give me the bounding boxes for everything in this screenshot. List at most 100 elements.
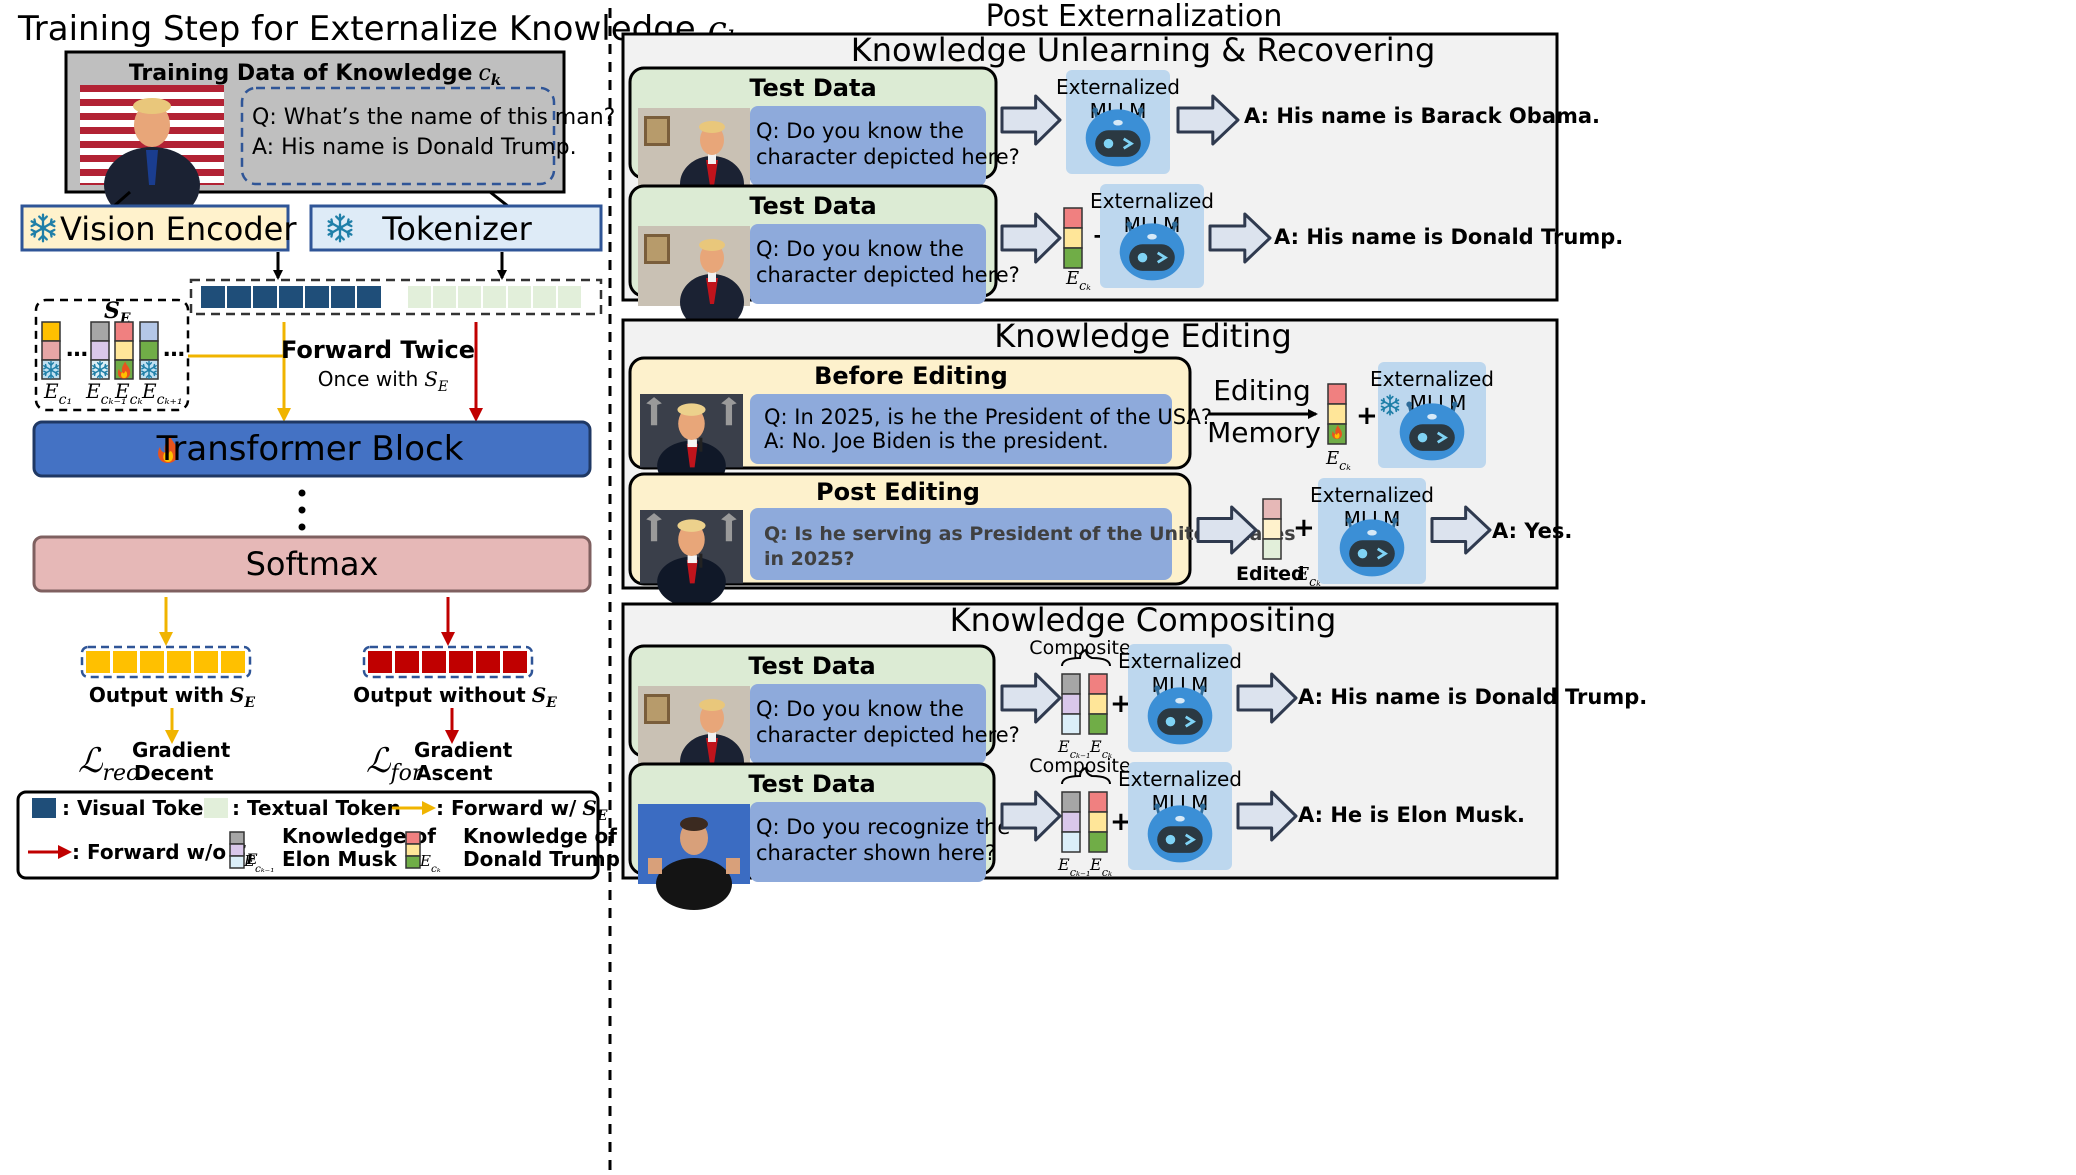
question-line-1: Q: Is he serving as President of the Uni… xyxy=(764,523,1296,545)
e-symbol: E xyxy=(419,852,431,870)
e-symbol: E xyxy=(85,379,101,403)
legend-forward-wo: : Forward w/oSE xyxy=(72,840,258,868)
stack-cell xyxy=(1088,831,1108,853)
e-subscript: cₖ₊₁ xyxy=(157,392,183,408)
e-subscript: c₁ xyxy=(59,392,72,408)
loss-subscript: rec xyxy=(103,761,139,786)
answer-elon: A: He is Elon Musk. xyxy=(1298,803,1525,827)
plus-sign: + xyxy=(1356,401,1378,431)
test-card-4-title: Test Data xyxy=(748,770,875,798)
externalized-label: Externalized xyxy=(1370,367,1494,391)
loss-rec: ℒrec xyxy=(78,741,138,786)
stack-cell xyxy=(1088,791,1108,813)
e-symbol: E xyxy=(1295,564,1309,585)
stack-eck xyxy=(1088,673,1108,735)
robot-icon xyxy=(1084,106,1152,168)
output-token xyxy=(167,651,191,673)
e-symbol: E xyxy=(141,379,157,403)
e-ck-1-label: Ecₖ₋₁ xyxy=(1057,855,1090,879)
plus-sign: + xyxy=(1110,689,1132,719)
left-title-text: Training Step for Externalize Knowledge xyxy=(17,9,696,49)
brace-icon xyxy=(1061,648,1111,667)
legend-trump-stack xyxy=(405,831,421,869)
e-ck-label: Ecₖ xyxy=(1089,855,1112,879)
question-bubble xyxy=(750,684,986,764)
block-arrow-icon xyxy=(1000,790,1062,842)
e-ck-label: Ecₖ xyxy=(1325,448,1351,473)
forward-twice-label: Forward Twice xyxy=(281,336,475,364)
question-line-2: character depicted here? xyxy=(756,145,1020,169)
output-token xyxy=(113,651,137,673)
question-bubble xyxy=(750,224,986,304)
memory-label: Memory xyxy=(1207,416,1321,449)
question-line-1: Q: Do you recognize the xyxy=(756,815,1010,839)
textual-token xyxy=(508,286,531,308)
se-symbol: S xyxy=(104,298,120,324)
stack-cell xyxy=(114,340,134,361)
block-arrow-icon xyxy=(1208,212,1272,264)
visual-token xyxy=(227,286,251,308)
stack-cell xyxy=(1061,831,1081,853)
stack-cell xyxy=(1061,791,1081,813)
robot-icon xyxy=(1398,400,1466,462)
robot-icon xyxy=(1146,802,1214,864)
robot-icon xyxy=(1338,516,1406,578)
stack-cell xyxy=(405,855,421,869)
block-arrow-icon xyxy=(1000,212,1062,264)
e-ck-1-label: Ecₖ₋₁ xyxy=(1057,737,1090,761)
se-subscript: E xyxy=(596,808,608,824)
question-line-1: Q: Do you know the xyxy=(756,697,964,721)
textual-token xyxy=(558,286,581,308)
legend-forward-w: : Forward w/SE xyxy=(436,796,608,824)
vision-encoder-label: Vision Encoder xyxy=(60,210,297,248)
visual-token xyxy=(253,286,277,308)
photo-hair xyxy=(133,98,171,114)
stack-eck+1 xyxy=(139,321,159,380)
legend-visual-swatch xyxy=(32,798,56,818)
transformer-block-label: Transformer Block xyxy=(156,429,464,469)
se-symbol: S xyxy=(424,367,438,391)
visual-token xyxy=(357,286,381,308)
question-bubble xyxy=(750,508,1172,580)
e-subscript: cₖ xyxy=(130,392,143,408)
stack-cell xyxy=(1061,811,1081,833)
output-token xyxy=(422,651,446,673)
stack-eck xyxy=(1063,207,1083,269)
photo-tie xyxy=(146,150,158,185)
stack-cell xyxy=(1061,713,1081,735)
stack-eck xyxy=(1088,791,1108,853)
block-arrow-icon xyxy=(1430,505,1492,555)
visual-token xyxy=(201,286,225,308)
plus-sign: + xyxy=(1293,513,1315,543)
title-subscript: k xyxy=(491,71,501,89)
e-c1-label: Ec₁ xyxy=(43,379,72,408)
stack-edited xyxy=(1262,498,1282,560)
stack-eck-1 xyxy=(1061,673,1081,735)
title-symbol: c xyxy=(478,61,490,86)
output-token xyxy=(449,651,473,673)
stack-cell xyxy=(1063,207,1083,229)
stack-cell xyxy=(229,843,245,857)
ellipsis: … xyxy=(66,337,88,362)
post-editing-title: Post Editing xyxy=(816,478,980,506)
e-subscript: cₖ xyxy=(1079,278,1091,293)
output-token xyxy=(503,651,527,673)
e-subscript: cₖ xyxy=(1339,458,1351,473)
question-line-1: Q: In 2025, is he the President of the U… xyxy=(764,405,1212,429)
se-subscript: E xyxy=(246,852,258,868)
stack-eck-1 xyxy=(1061,791,1081,853)
composite-label: Composite xyxy=(1029,637,1130,659)
output-token xyxy=(395,651,419,673)
portrait-image xyxy=(640,510,743,607)
se-symbol: S xyxy=(582,796,596,820)
legend-eck-1-label: Ecₖ₋₁ xyxy=(243,852,274,875)
legend-knowledge-of: Knowledge of xyxy=(463,824,617,848)
block-arrow-icon xyxy=(1000,94,1062,146)
answer-trump: A: His name is Donald Trump. xyxy=(1298,685,1647,709)
e-symbol: E xyxy=(1057,855,1070,874)
e-ck-label: Ecₖ xyxy=(1065,268,1091,293)
trump-photo-image xyxy=(80,85,224,223)
block-arrow-icon xyxy=(1176,94,1240,146)
